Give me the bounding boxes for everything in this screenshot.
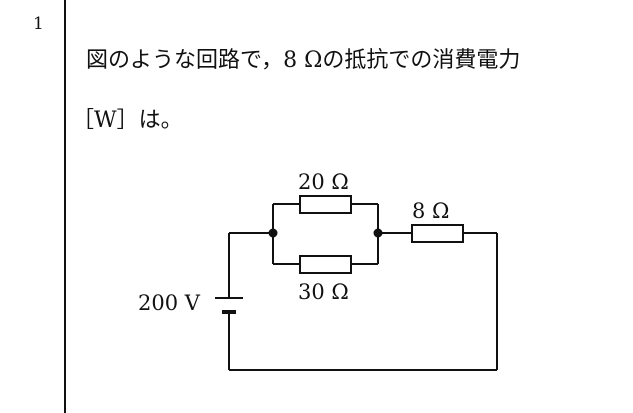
label-8-ohm: 8 Ω	[412, 199, 449, 223]
resistor-20-ohm	[299, 195, 352, 214]
junction-left-dot	[268, 228, 278, 238]
resistor-8-ohm	[411, 224, 464, 243]
label-200-v: 200 V	[138, 291, 201, 315]
question-number: 1	[33, 14, 44, 34]
resistor-30-ohm	[299, 255, 352, 274]
label-30-ohm: 30 Ω	[298, 280, 349, 304]
question-text-line-1: 図のような回路で，8 Ωの抵抗での消費電力	[86, 48, 521, 73]
margin-divider-line	[64, 0, 66, 413]
question-text-line-2: ［W］は。	[72, 108, 183, 133]
label-20-ohm: 20 Ω	[298, 170, 349, 194]
junction-right-dot	[373, 228, 383, 238]
